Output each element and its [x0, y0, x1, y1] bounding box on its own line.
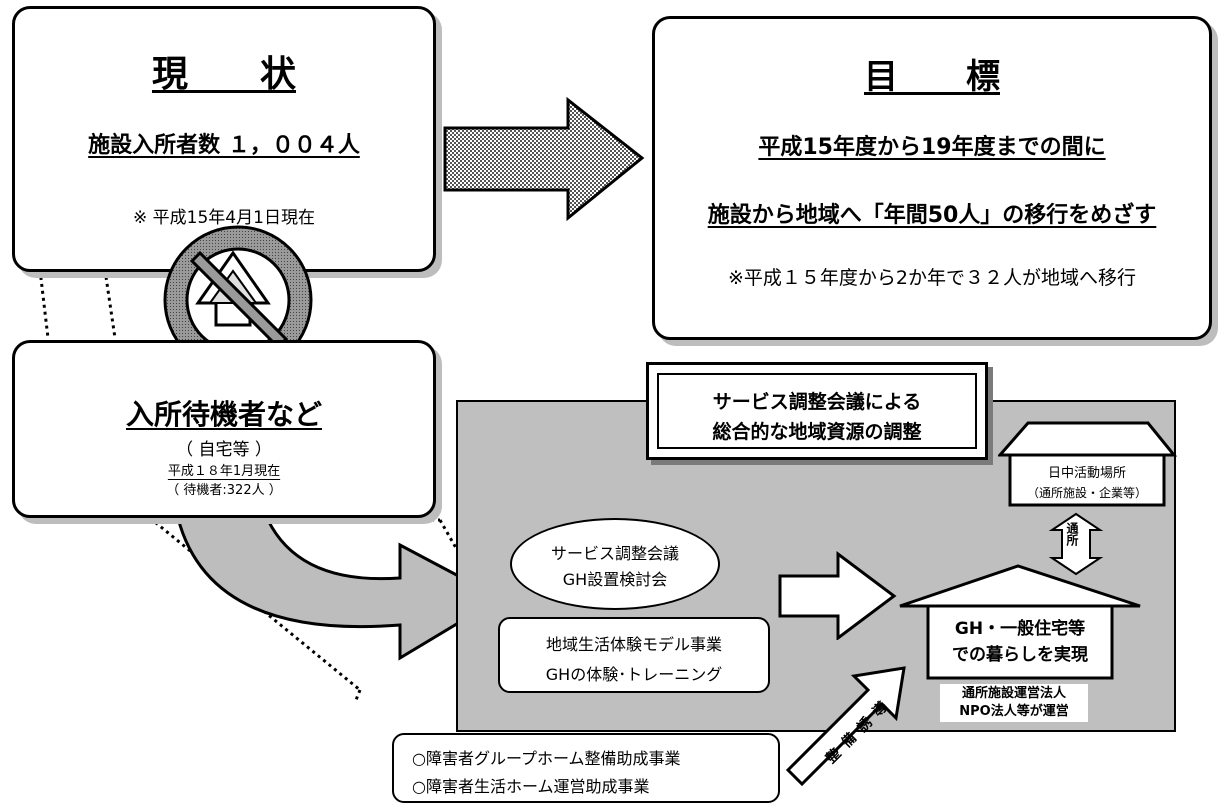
target-line2: 施設から地域へ「年間50人」の移行をめざす	[707, 203, 1157, 228]
service-council-line2: 総合的な地域資源の調整	[712, 421, 922, 443]
operator-line1: 通所施設運営法人	[961, 686, 1066, 701]
operator-line2: NPO法人等が運営	[959, 704, 1069, 719]
service-council-line1: サービス調整会議による	[712, 391, 922, 413]
subsidy-item1: ○障害者グループホーム整備助成事業	[412, 749, 681, 768]
waiting-date: 平成１８年1月現在	[167, 464, 281, 479]
oval-line2: GH設置検討会	[562, 570, 668, 589]
commute-double-arrow-icon	[1048, 512, 1104, 576]
commute-label: 通所	[1065, 522, 1079, 546]
service-council-inner: サービス調整会議による 総合的な地域資源の調整	[657, 373, 977, 449]
daytime-line2: （通所施設・企業等）	[1026, 486, 1147, 500]
gh-line2: での暮らしを実現	[952, 645, 1088, 665]
target-line1: 平成15年度から19年度までの間に	[758, 135, 1106, 160]
waiting-count: （ 待機者:322人 ）	[166, 483, 282, 498]
service-council-frame: サービス調整会議による 総合的な地域資源の調整	[646, 362, 988, 460]
current-title: 現 状	[151, 54, 296, 95]
model-line2: GHの体験･トレーニング	[545, 665, 723, 684]
waiting-sub: （ 自宅等 ）	[176, 440, 272, 460]
oval-line1: サービス調整会議	[550, 544, 679, 563]
curved-arrow-waiting-to-area	[176, 516, 504, 661]
dotted-connector-left	[38, 269, 117, 339]
waiting-title: 入所待機者など	[125, 398, 322, 431]
current-note: ※ 平成15年4月1日現在	[133, 208, 315, 228]
current-count: 施設入所者数 １，００４人	[88, 133, 360, 158]
subsidy-item2: ○障害者生活ホーム運営助成事業	[412, 777, 650, 796]
target-note: ※平成１５年度から2か年で３２人が地域へ移行	[727, 267, 1136, 289]
gh-house-shape	[899, 564, 1141, 680]
gh-council-oval: サービス調整会議 GH設置検討会	[510, 518, 720, 610]
induce-arrow	[785, 666, 906, 787]
target-title: 目 標	[864, 57, 1000, 97]
operator-label: 通所施設運営法人 NPO法人等が運営	[940, 684, 1088, 722]
waiting-box: 入所待機者など （ 自宅等 ） 平成１８年1月現在 （ 待機者:322人 ）	[12, 340, 436, 518]
model-project-box: 地域生活体験モデル事業 GHの体験･トレーニング	[498, 617, 770, 693]
arrow-to-gh	[778, 551, 897, 640]
subsidy-box: ○障害者グループホーム整備助成事業 ○障害者生活ホーム運営助成事業	[392, 733, 780, 803]
gh-line1: GH・一般住宅等	[954, 619, 1086, 639]
prohibited-sign-icon	[163, 225, 313, 375]
daytime-line1: 日中活動場所	[1047, 466, 1126, 481]
daytime-house-shape	[998, 421, 1178, 507]
arrow-current-to-target	[443, 96, 645, 222]
model-line1: 地域生活体験モデル事業	[545, 635, 722, 654]
target-box: 目 標 平成15年度から19年度までの間に 施設から地域へ「年間50人」の移行を…	[652, 16, 1212, 340]
